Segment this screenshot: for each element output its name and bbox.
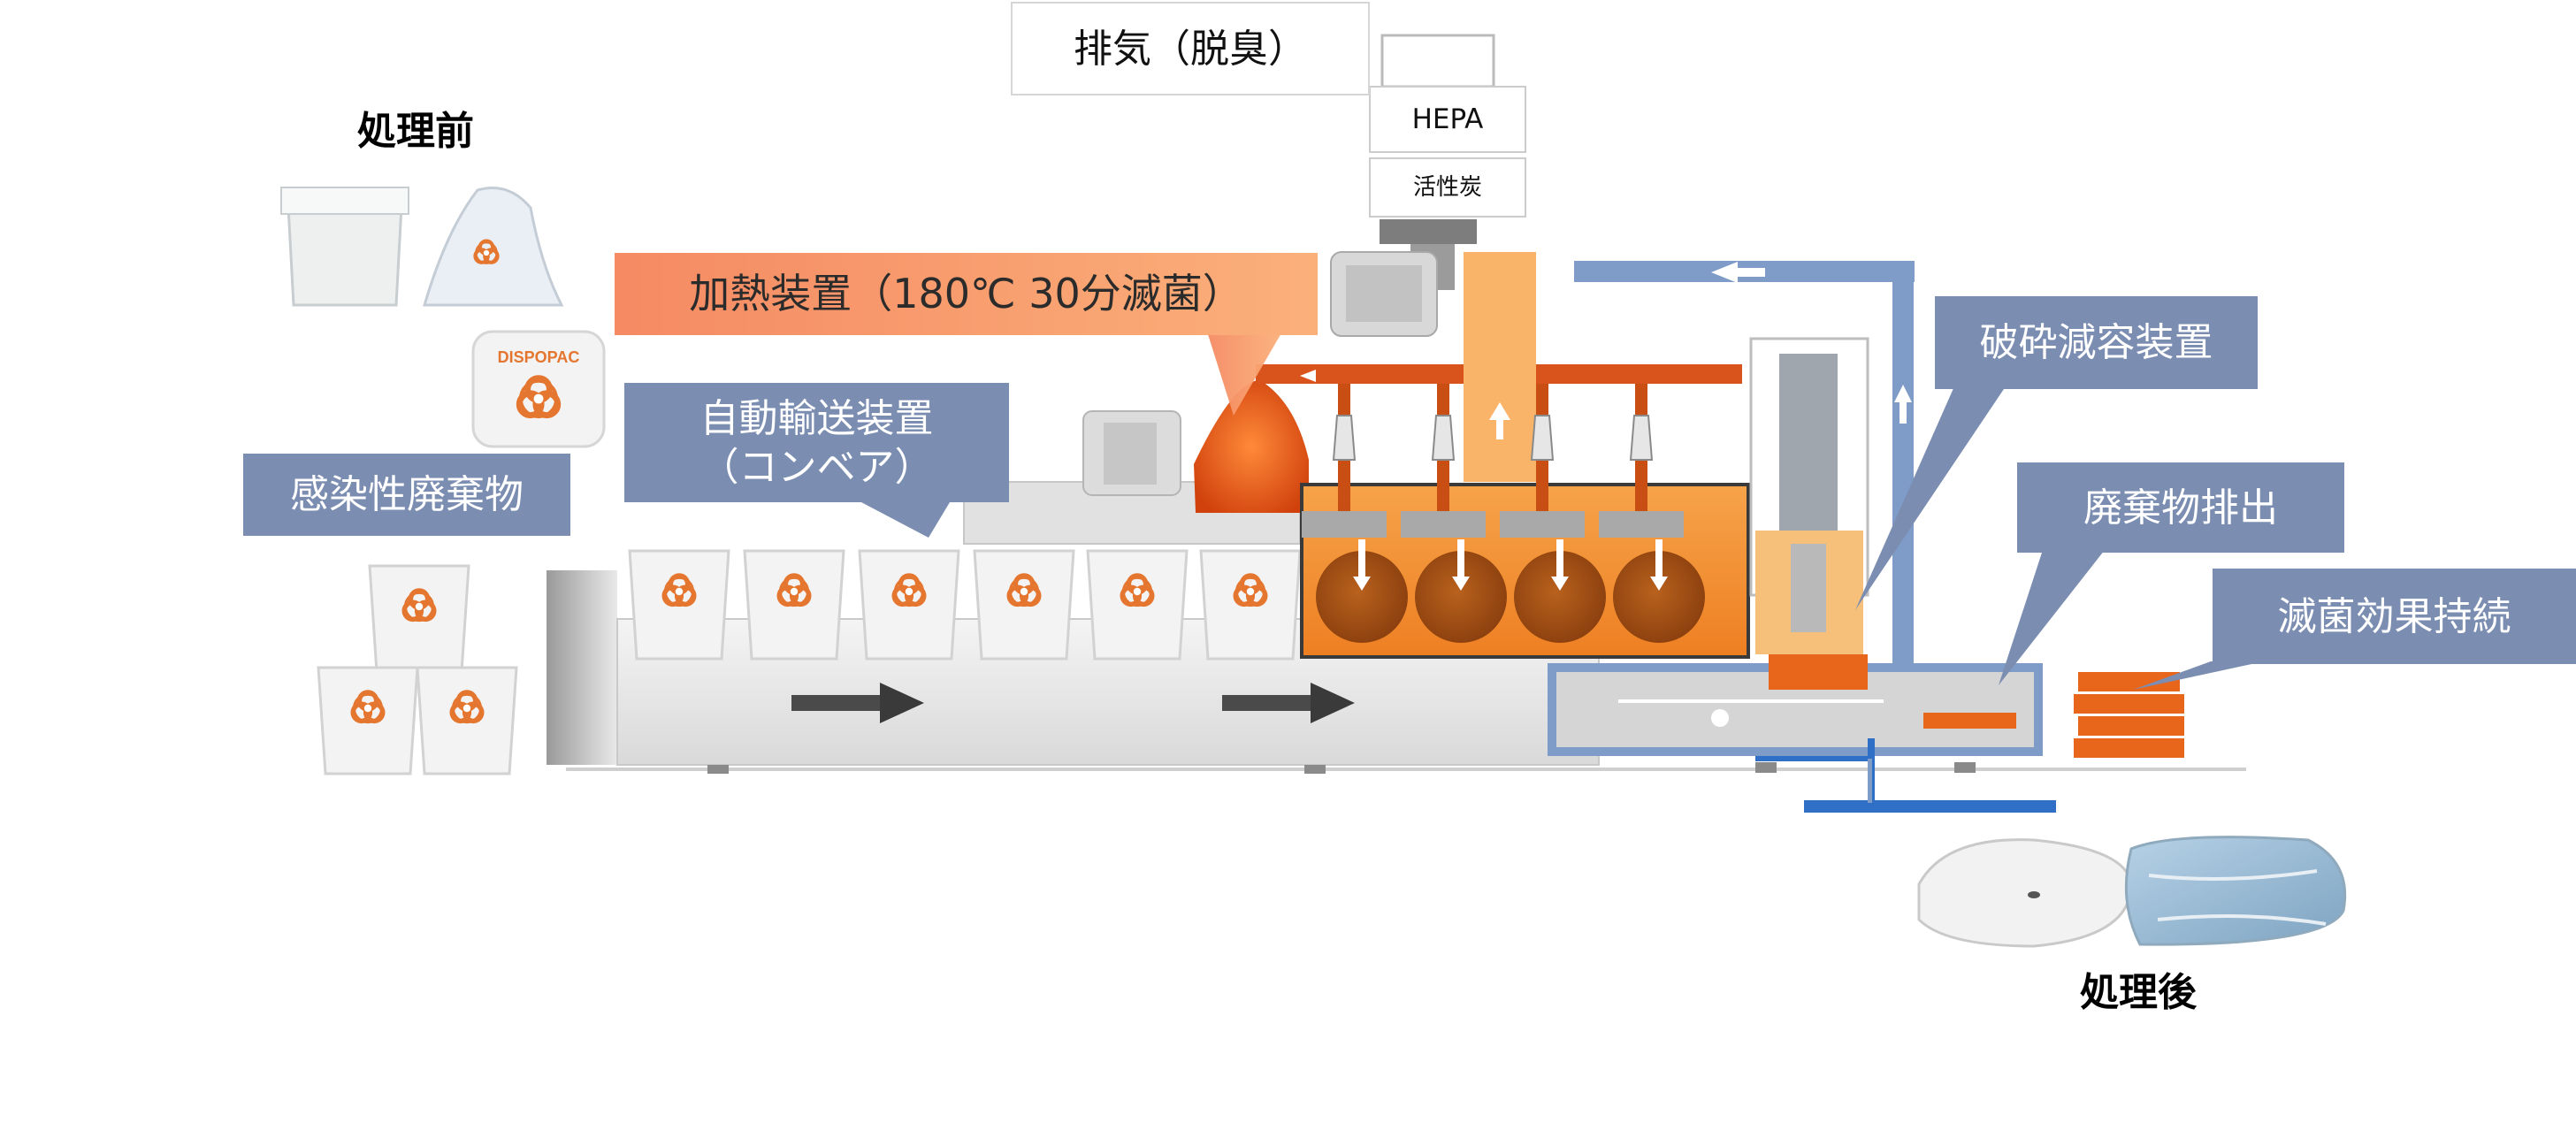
before-biohazard-bag	[422, 187, 564, 307]
dispopac-container: DISPOPAC	[471, 330, 606, 448]
return-air-duct	[1574, 261, 1915, 690]
return-duct-arrow	[1711, 262, 1912, 424]
conveyor-containers	[628, 549, 1302, 661]
discharge-label: 廃棄物排出	[2017, 462, 2344, 553]
biohazard-container	[368, 564, 470, 674]
drum	[1599, 384, 1705, 643]
sustained-sterilization-label: 滅菌効果持続	[2213, 569, 2576, 664]
after-bale-white	[1917, 838, 2133, 948]
blower-motor	[1082, 251, 1438, 496]
biohazard-container	[1086, 549, 1189, 661]
biohazard-container	[743, 549, 845, 661]
biohazard-container	[416, 666, 518, 775]
activated-carbon-filter	[1369, 157, 1526, 218]
infectious-waste-containers	[317, 564, 518, 775]
discharge-piping	[1755, 738, 2056, 813]
crusher-label: 破砕減容装置	[1935, 296, 2258, 389]
after-treatment-label: 処理後	[2080, 969, 2197, 1015]
drum	[1401, 384, 1507, 643]
biohazard-container	[973, 549, 1075, 661]
before-treatment-label: 処理前	[357, 108, 474, 154]
dispopac-label: DISPOPAC	[498, 348, 580, 366]
carbon-label: 活性炭	[1412, 173, 1482, 201]
conveyor-legs	[707, 762, 1976, 774]
after-bale-blue	[2124, 836, 2347, 946]
hepa-filter	[1369, 86, 1526, 153]
biohazard-container	[1199, 549, 1302, 661]
infectious-waste-label: 感染性廃棄物	[243, 454, 570, 536]
drum	[1302, 384, 1408, 643]
biohazard-container	[858, 549, 960, 661]
callout-pointers	[845, 332, 2264, 690]
before-container-white	[280, 187, 409, 307]
heat-flow-arrows	[1300, 370, 1510, 439]
heater-label: 加熱装置（180℃ 30分滅菌）	[615, 253, 1318, 335]
biohazard-container	[628, 549, 730, 661]
conveyor-label: 自動輸送装置 （コンベア）	[624, 383, 1009, 502]
crusher-unit	[1749, 337, 2016, 729]
processed-waste-stack	[2074, 672, 2184, 758]
rotating-drums	[1302, 384, 1705, 643]
hepa-label: HEPA	[1411, 103, 1484, 135]
exhaust-label: 排気（脱臭）	[1011, 2, 1370, 95]
drum	[1500, 384, 1606, 643]
biohazard-container	[317, 666, 419, 775]
